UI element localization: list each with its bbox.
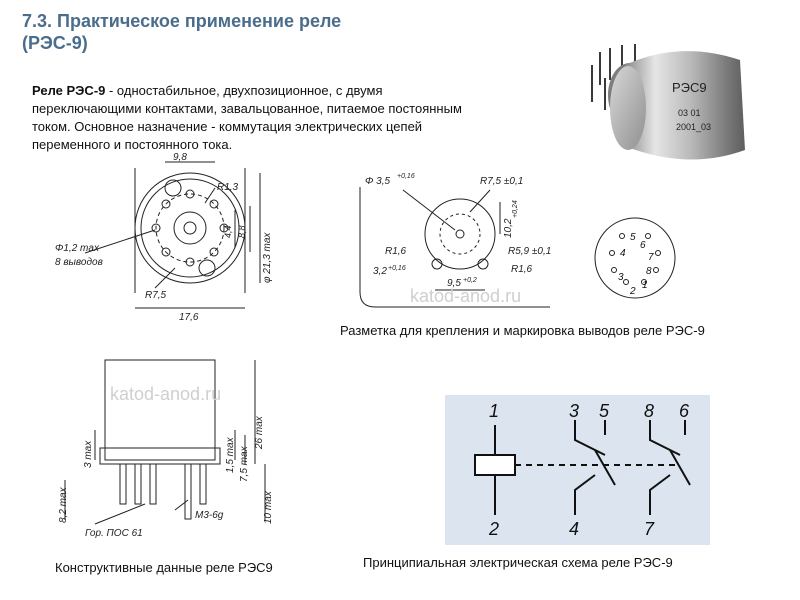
center-hole (183, 221, 197, 235)
relay-coil (474, 454, 516, 476)
pins-group (151, 179, 229, 277)
dim-pin-count: 8 выводов (55, 257, 103, 268)
intro-line-1-rest: - одностабильное, двухпозиционное, с дву… (105, 83, 383, 98)
dim-9-5: 9,5 (447, 278, 461, 289)
mount-hole-right (477, 258, 489, 270)
leader-pin (84, 229, 156, 254)
side-pins (119, 463, 207, 520)
dim-7-5: 7,5 max (239, 445, 250, 482)
dim-r-7-5-tol: R7,5 ±0,1 (480, 176, 523, 187)
dim-9-8: 9,8 (173, 152, 187, 163)
pin-label-2: 2 (629, 286, 636, 297)
mount-center (455, 229, 465, 239)
dim-10: 10 max (263, 490, 274, 524)
dim-3-2-tol: +0,16 (388, 265, 406, 272)
mount-pin-circle (439, 213, 481, 255)
schematic-diagram: 1 2 3 5 4 8 6 7 (445, 395, 710, 545)
sch-label-8: 8 (644, 401, 654, 421)
pinout-holes (609, 233, 661, 285)
center-boss (173, 211, 207, 245)
pinout-diagram: 5 6 4 7 3 8 2 1 (594, 217, 676, 299)
leader-r75 (154, 267, 176, 289)
pin-label-8: 8 (646, 266, 652, 277)
relay-marking-1: РЭС9 (672, 80, 707, 95)
relay-body (104, 359, 216, 461)
dim-10-2: 10,2 (503, 218, 514, 238)
page-title: 7.3. Практическое применение реле (РЭС-9… (22, 10, 341, 54)
intro-paragraph: Реле РЭС-9 - одностабильное, двухпозицио… (32, 82, 552, 154)
dim-26: 26 max (254, 415, 265, 450)
mount-circle (424, 198, 496, 270)
inner-circle (140, 178, 240, 278)
pin-label-3: 3 (618, 272, 624, 283)
intro-line-2: переключающими контактами, завальцованно… (32, 101, 462, 116)
dim-17-6: 17,6 (179, 312, 199, 323)
contact-1-arm (594, 449, 616, 486)
dim-3: 3 max (83, 440, 94, 468)
dim-r-1-6-a: R1,6 (385, 246, 407, 257)
relay-marking-3: 2001_03 (676, 122, 711, 132)
dim-r-5-9: R5,9 ±0,1 (508, 246, 551, 257)
pin-label-6: 6 (640, 240, 646, 251)
dim-r-1-6-b: R1,6 (511, 264, 533, 275)
intro-line-3: током. Основное назначение - коммутация … (32, 119, 423, 134)
side-view-drawing: katod-anod.ru 26 max 3 max 1,5 max 7,5 m… (58, 359, 274, 539)
thread-note: M3-6g (195, 510, 224, 521)
caption-side-view: Конструктивные данные реле РЭС9 (55, 560, 273, 575)
title-line-2: (РЭС-9) (22, 33, 88, 53)
sch-label-5: 5 (599, 401, 610, 421)
dim-3-2: 3,2 (373, 266, 387, 277)
pin-label-4: 4 (620, 248, 626, 259)
top-view-drawing: 9,8 R1,3 Φ1,2 max 8 выводов 4,4 8,8 φ 21… (55, 152, 273, 323)
contact-2-arm (669, 449, 691, 486)
relay-photo: РЭС9 03 01 2001_03 (591, 44, 745, 160)
mounting-drawing: Φ 3,5 +0,16 R7,5 ±0,1 10,2 +0,24 R1,6 R5… (359, 173, 551, 308)
leader-hole (402, 189, 456, 231)
dim-8-8: 8,8 (237, 225, 247, 238)
sch-label-3: 3 (569, 401, 579, 421)
dim-10-2-tol: +0,24 (512, 200, 519, 218)
pin-circle (155, 193, 225, 263)
leader-solder (94, 503, 146, 525)
dim-9-5-tol: +0,2 (463, 277, 477, 284)
relay-marking-2: 03 01 (678, 108, 701, 118)
dim-diameter-21-3: φ 21,3 max (262, 232, 273, 283)
dim-hole-tol: +0,16 (397, 173, 415, 180)
relay-can-end (610, 66, 646, 150)
sch-label-7: 7 (644, 519, 655, 539)
sch-label-6: 6 (679, 401, 690, 421)
contact-2-no (649, 474, 671, 515)
contact-1-no (574, 474, 596, 515)
dim-pin-diameter: Φ1,2 max (55, 243, 100, 254)
sch-label-2: 2 (488, 519, 499, 539)
sch-label-1: 1 (489, 401, 499, 421)
mount-watermark: katod-anod.ru (410, 286, 521, 306)
dim-r-7-5: R7,5 (145, 290, 167, 301)
pin-label-5: 5 (630, 232, 636, 243)
mount-hole-left (431, 258, 443, 270)
leader-r13 (204, 187, 216, 204)
mount-outline (359, 187, 550, 308)
dim-8-2: 8,2 max (58, 486, 69, 523)
pin-label-7: 7 (648, 252, 654, 263)
leader-r75 (469, 189, 491, 213)
sch-label-4: 4 (569, 519, 579, 539)
intro-line-4: переменного и постоянного тока. (32, 137, 233, 152)
dim-4-4: 4,4 (223, 225, 233, 238)
solder-note: Гор. ПОС 61 (85, 528, 143, 539)
dim-r-1-3: R1,3 (217, 182, 239, 193)
side-watermark: katod-anod.ru (110, 384, 221, 404)
intro-line-1: Реле РЭС-9 - одностабильное, двухпозицио… (32, 82, 552, 100)
pin-label-1: 1 (642, 280, 648, 291)
caption-schematic: Принципиальная электрическая схема реле … (363, 555, 673, 570)
leader-thread (174, 499, 189, 511)
dim-1-5: 1,5 max (225, 436, 236, 473)
relay-can (625, 51, 745, 160)
title-line-1: 7.3. Практическое применение реле (22, 11, 342, 31)
intro-term: Реле РЭС-9 (32, 83, 106, 98)
dim-hole-d: Φ 3,5 (365, 176, 390, 187)
pinout-circle (594, 217, 676, 299)
relay-flange (99, 447, 221, 465)
caption-mounting: Разметка для крепления и маркировка выво… (340, 323, 705, 338)
